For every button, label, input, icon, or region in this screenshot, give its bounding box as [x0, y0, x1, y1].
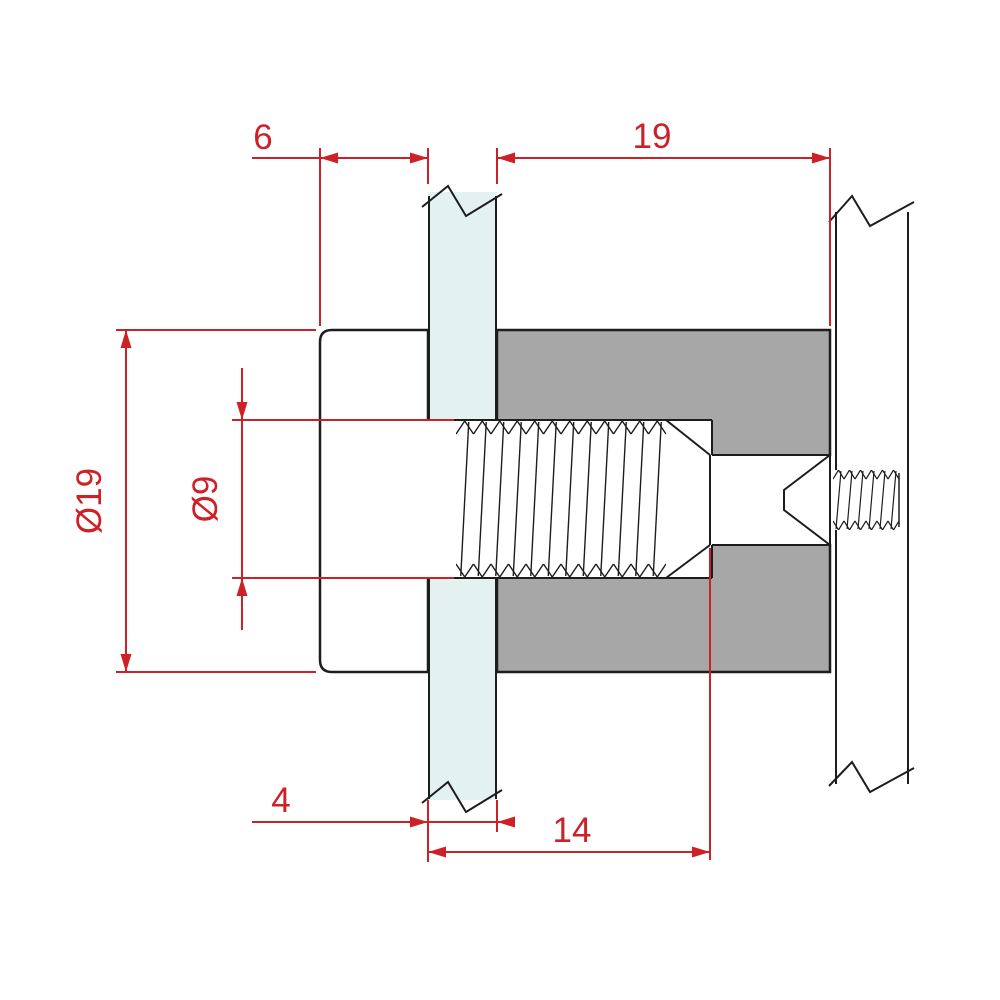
glass-break-top — [421, 184, 503, 218]
arrowhead — [410, 816, 428, 828]
stud-thread-pattern — [456, 421, 666, 577]
arrowhead — [236, 402, 248, 420]
arrowhead — [320, 152, 338, 164]
stud-chamfer-bottom — [665, 544, 711, 579]
stud-shank — [426, 421, 457, 577]
arrowhead — [497, 816, 515, 828]
dim-cap-width: 6 — [252, 118, 429, 326]
dim-cap-diameter: Ø19 — [70, 329, 316, 673]
arrowhead — [497, 152, 515, 164]
arrowhead — [120, 330, 132, 348]
arrowhead — [812, 152, 830, 164]
body-counterbore — [712, 456, 832, 544]
dim-body-length: 19 — [496, 117, 831, 326]
dim-label-thread-diameter: Ø9 — [186, 476, 225, 523]
dim-label-cap-diameter: Ø19 — [70, 468, 109, 534]
dim-label-body-length: 19 — [633, 117, 672, 156]
screw-countersunk-head — [783, 452, 831, 548]
dim-label-glass-thickness: 4 — [271, 781, 290, 820]
arrowhead — [236, 578, 248, 596]
stud-chamfer-top — [665, 419, 711, 456]
cap-outline — [318, 328, 430, 674]
dim-thread-diameter: Ø9 — [186, 368, 454, 630]
standoff-cap — [318, 328, 430, 674]
stud-chamfer-fill — [666, 420, 710, 578]
wall-break-top — [828, 194, 915, 228]
arrowhead — [428, 846, 446, 858]
wall-break-bottom — [828, 760, 915, 794]
arrowhead — [692, 846, 710, 858]
dim-glass-thickness: 4 — [252, 781, 515, 862]
dim-thread-length: 14 — [428, 548, 711, 860]
arrowhead — [120, 654, 132, 672]
screw-thread-pattern — [833, 470, 899, 530]
glass-break-bottom — [421, 780, 503, 814]
arrowhead — [410, 152, 428, 164]
threaded-stud — [426, 419, 712, 579]
mounting-screw — [783, 452, 900, 548]
dim-label-thread-length: 14 — [553, 811, 592, 850]
dim-label-cap-width: 6 — [253, 118, 272, 157]
